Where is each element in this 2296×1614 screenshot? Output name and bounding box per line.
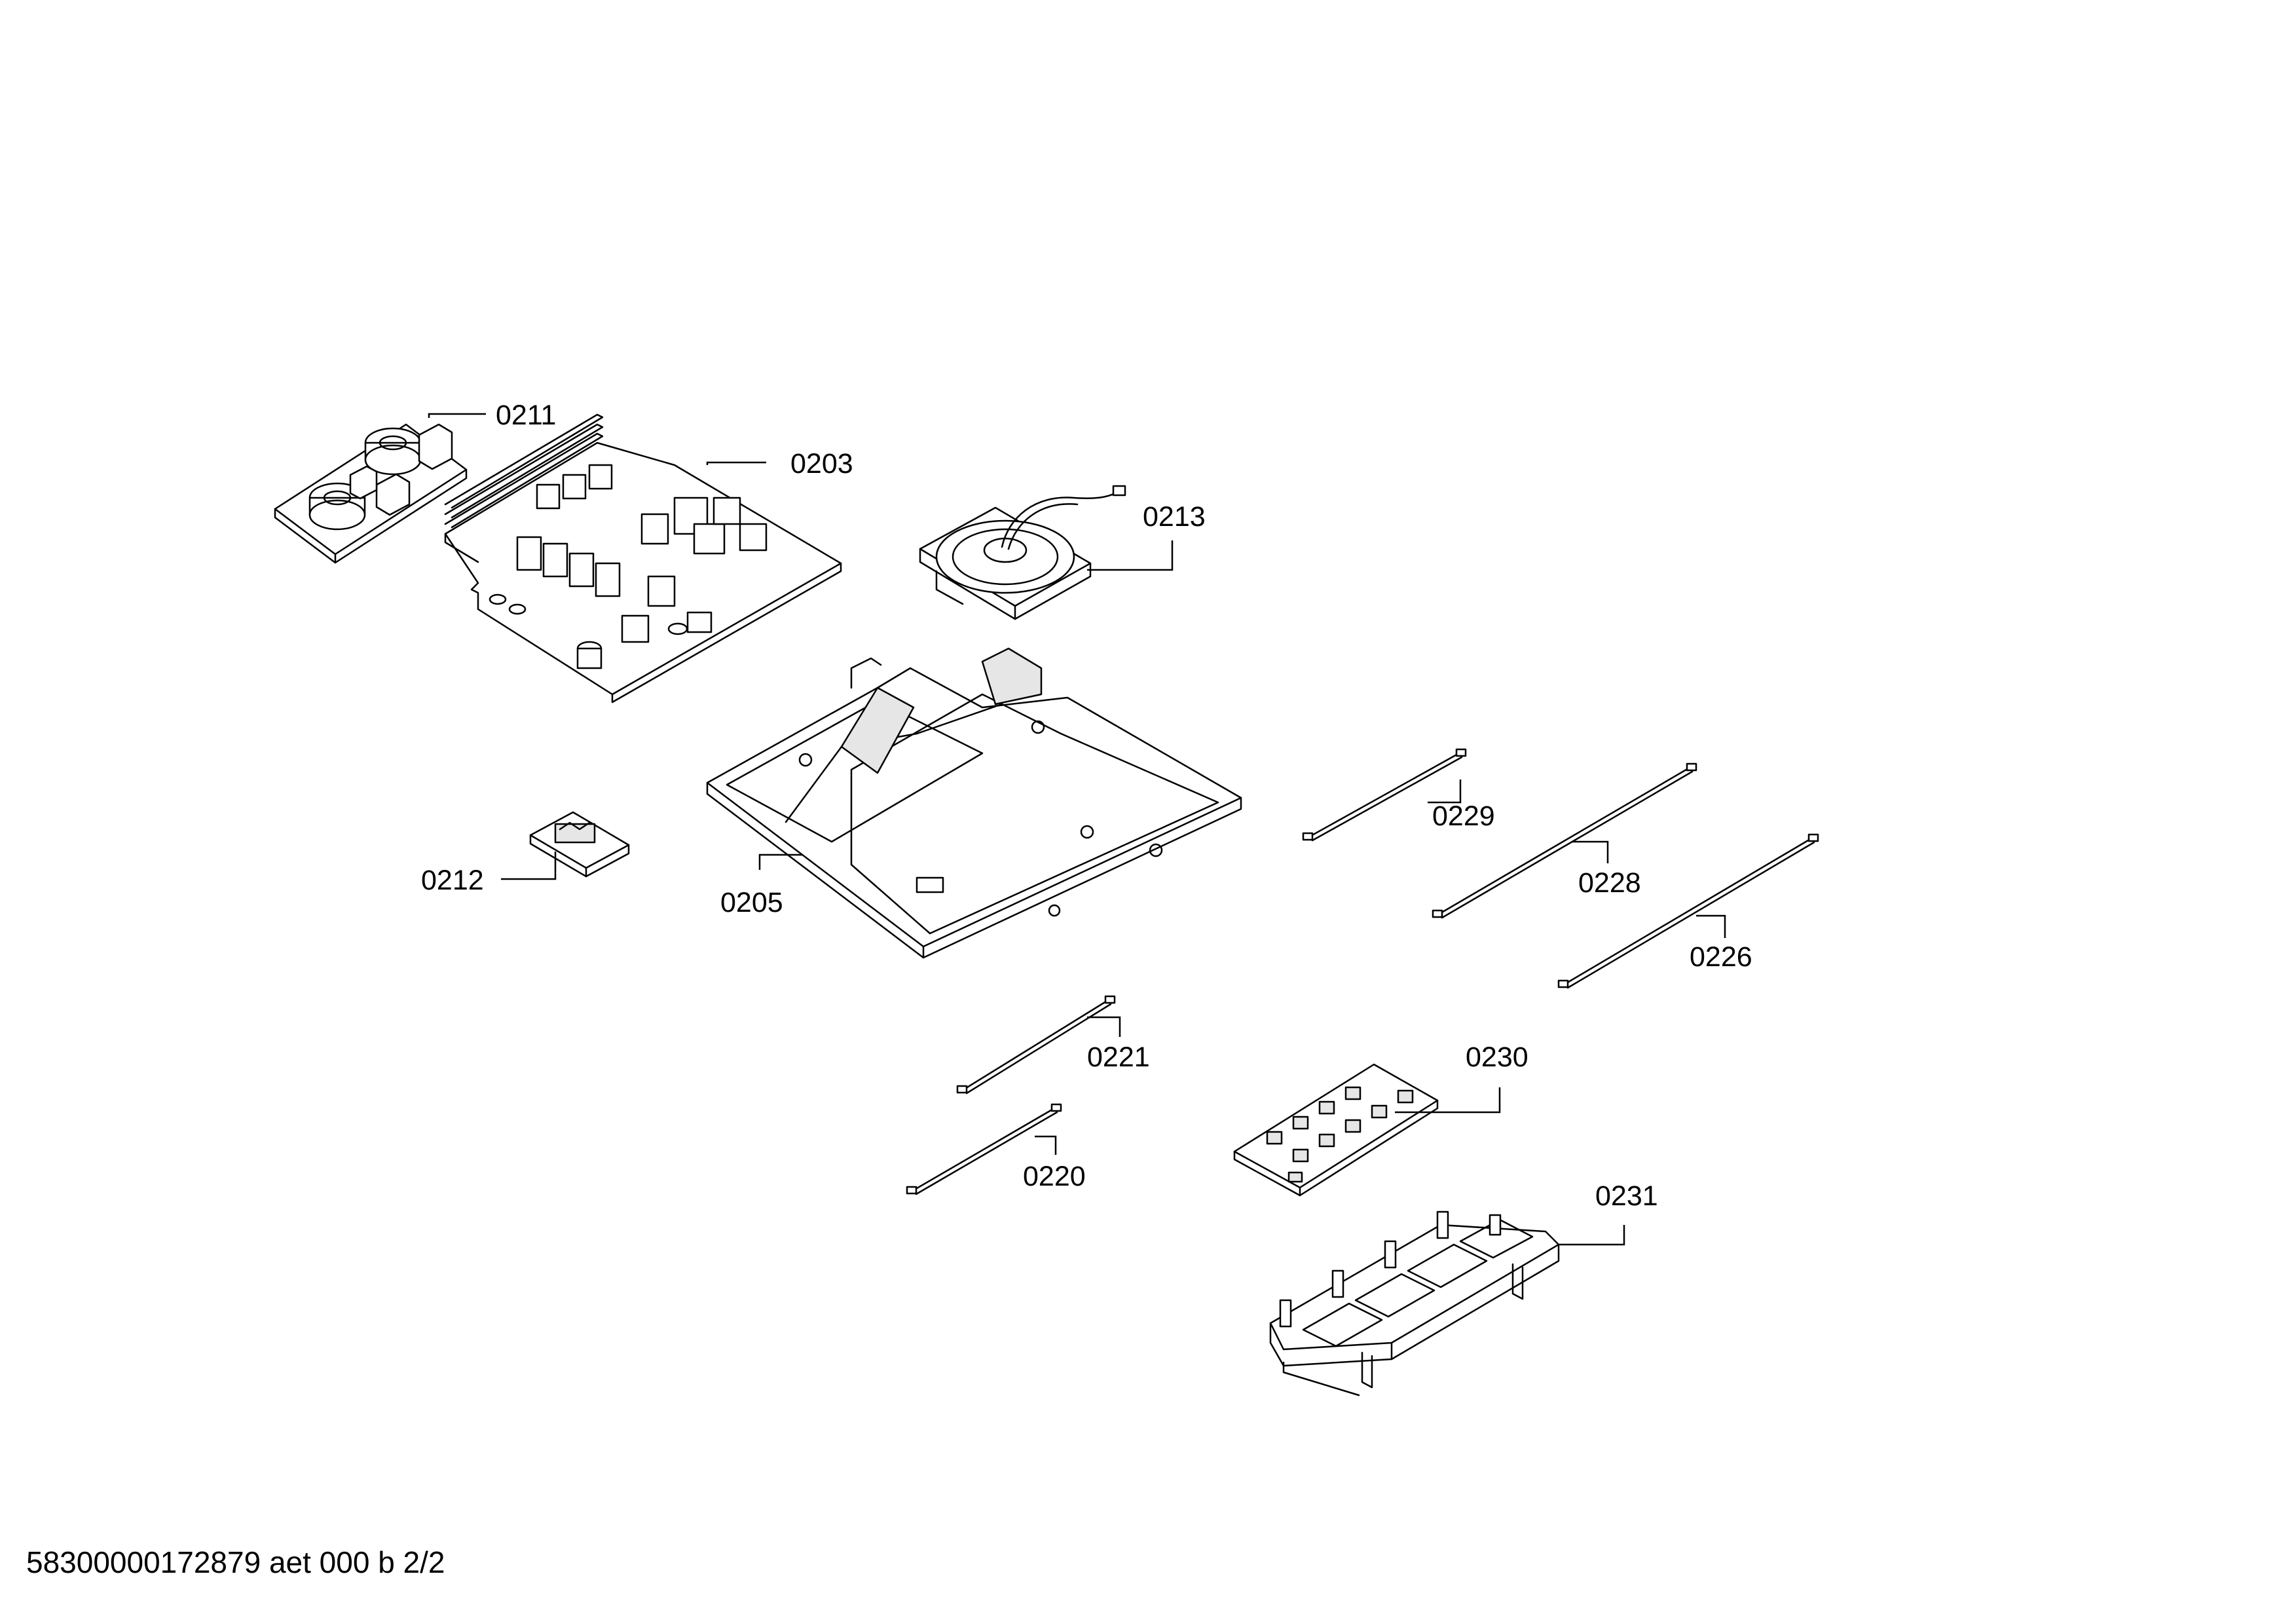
part-0221-cable[interactable] xyxy=(956,995,1116,1095)
part-0220-cable[interactable] xyxy=(906,1103,1062,1195)
label-0231: 0231 xyxy=(1595,1180,1658,1212)
label-0212: 0212 xyxy=(421,865,484,896)
label-0228: 0228 xyxy=(1578,867,1641,899)
label-0205: 0205 xyxy=(720,887,783,918)
label-0226: 0226 xyxy=(1690,941,1752,973)
label-0211: 0211 xyxy=(496,400,556,431)
part-0213-fan[interactable] xyxy=(919,485,1126,620)
part-0228-cable[interactable] xyxy=(1432,762,1697,919)
document-id: 58300000172879 aet 000 b 2/2 xyxy=(26,1545,445,1579)
part-0230-control-board[interactable] xyxy=(1233,1063,1439,1197)
label-0229: 0229 xyxy=(1432,800,1495,832)
label-0230: 0230 xyxy=(1466,1042,1528,1073)
leader-lines xyxy=(428,413,1726,1246)
label-0203: 0203 xyxy=(790,448,853,479)
part-0226-cable[interactable] xyxy=(1557,833,1819,989)
label-0220: 0220 xyxy=(1023,1161,1086,1192)
label-0221: 0221 xyxy=(1087,1042,1150,1073)
part-labels: 0211 0203 0213 0205 0212 0229 0228 0226 … xyxy=(421,400,1752,1212)
part-0231-control-frame[interactable] xyxy=(1269,1210,1560,1397)
part-0211-filter-board[interactable] xyxy=(274,423,468,564)
part-0212-small-board[interactable] xyxy=(529,811,630,878)
part-0205-housing[interactable] xyxy=(706,647,1242,959)
label-0213: 0213 xyxy=(1143,501,1206,533)
part-0203-power-board[interactable] xyxy=(444,413,842,704)
part-0229-cable[interactable] xyxy=(1302,748,1467,842)
